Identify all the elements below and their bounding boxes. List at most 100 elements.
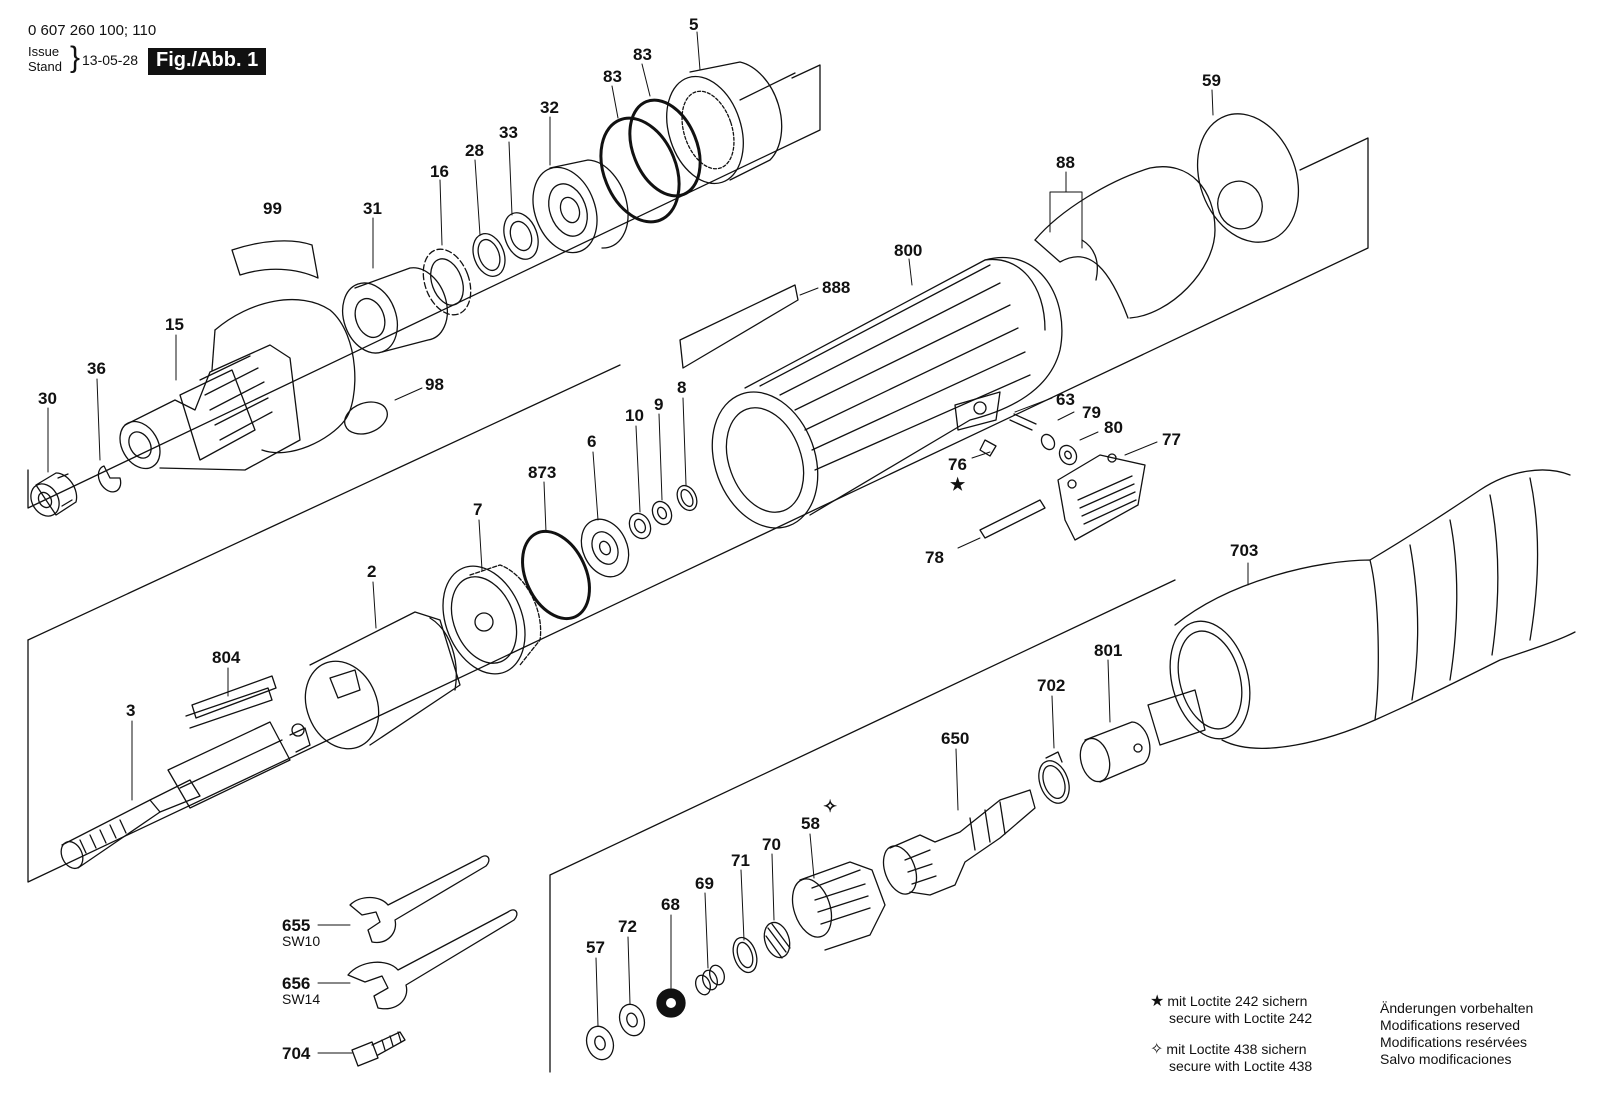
issue-date: 13-05-28: [82, 52, 139, 68]
label-8: 8: [677, 378, 686, 397]
part-59-end-cap: [1180, 100, 1315, 257]
label-801: 801: [1094, 641, 1122, 660]
part-57-washer: [582, 1023, 617, 1063]
part-704-fitting: [352, 1032, 405, 1066]
label-3: 3: [126, 701, 135, 720]
part-32-bearing: [522, 158, 628, 261]
star-icon: ★: [950, 475, 966, 494]
modifications-de: Änderungen vorbehalten: [1380, 1000, 1534, 1016]
part-72-washer: [616, 1001, 649, 1039]
label-650: 650: [941, 729, 969, 748]
modifications-es: Salvo modificaciones: [1380, 1051, 1512, 1067]
part-888-label: [680, 285, 798, 368]
loctite-242-de: mit Loctite 242 sichern: [1167, 993, 1308, 1009]
label-703: 703: [1230, 541, 1258, 560]
label-33: 33: [499, 123, 518, 142]
group-frame-middle: [28, 138, 1368, 882]
open-star-icon: ✧: [823, 797, 837, 816]
label-888: 888: [822, 278, 850, 297]
label-79: 79: [1082, 403, 1101, 422]
label-10: 10: [625, 406, 644, 425]
part-10-washer: [625, 510, 654, 542]
label-77: 77: [1162, 430, 1181, 449]
part-79-o-ring: [1039, 432, 1057, 452]
label-28: 28: [465, 141, 484, 160]
stand-label: Stand: [28, 59, 62, 74]
part-7-end-plate: [428, 554, 541, 686]
loctite-242-note: ★mit Loctite 242 sichern secure with Loc…: [1150, 993, 1312, 1027]
label-804: 804: [212, 648, 241, 667]
label-76: 76: [948, 455, 967, 474]
part-77-exhaust-cover: [1058, 454, 1145, 540]
label-800: 800: [894, 241, 922, 260]
part-6-bearing: [572, 512, 637, 585]
label-656: 656: [282, 974, 310, 993]
modifications-fr: Modifications resérvées: [1380, 1034, 1528, 1050]
label-16: 16: [430, 162, 449, 181]
part-28-circlip: [467, 229, 510, 281]
label-59: 59: [1202, 71, 1221, 90]
label-6: 6: [587, 432, 596, 451]
label-68: 68: [661, 895, 680, 914]
issue-label: Issue: [28, 44, 60, 59]
label-7: 7: [473, 500, 482, 519]
label-80: 80: [1104, 418, 1123, 437]
part-98-disc: [340, 396, 392, 439]
label-88: 88: [1056, 153, 1075, 172]
label-70: 70: [762, 835, 781, 854]
label-36: 36: [87, 359, 106, 378]
part-99-label-strip: [232, 241, 318, 278]
part-76-screw: [980, 440, 996, 456]
part-804-vanes: [186, 676, 276, 728]
label-873: 873: [528, 463, 556, 482]
part-83-o-rings: [586, 90, 713, 234]
label-69: 69: [695, 874, 714, 893]
part-650-hose-nipple: [877, 790, 1035, 899]
part-2-cylinder: [293, 612, 460, 760]
part-71-ring: [729, 934, 761, 975]
part-63-pin: [1010, 414, 1036, 430]
part-31-bearing: [333, 268, 447, 361]
part-702-hose-clamp: [1033, 752, 1074, 807]
part-8-ring: [673, 482, 700, 513]
label-31: 31: [363, 199, 382, 218]
label-98: 98: [425, 375, 444, 394]
label-655: 655: [282, 916, 310, 935]
part-70-filter: [760, 919, 794, 961]
label-83-b: 83: [603, 67, 622, 86]
part-15-gear-head: [112, 300, 355, 476]
loctite-242-en: secure with Loctite 242: [1169, 1010, 1313, 1026]
part-3-rotor: [57, 722, 310, 872]
part-16-lock-washer: [415, 243, 480, 322]
part-800-motor-housing: [694, 257, 1062, 542]
label-9: 9: [654, 395, 663, 414]
label-704: 704: [282, 1044, 311, 1063]
part-69-spring: [693, 963, 726, 996]
part-9-washer: [649, 498, 675, 527]
label-5: 5: [689, 15, 698, 34]
part-68-ball: [657, 989, 685, 1017]
group-frame-bottom: [550, 580, 1175, 1072]
group-frame-top: [28, 65, 820, 508]
label-71: 71: [731, 851, 750, 870]
part-58-connector: [786, 862, 885, 950]
label-2: 2: [367, 562, 376, 581]
part-30-nut: [25, 473, 76, 521]
open-star-icon: ✧: [1150, 1041, 1164, 1058]
label-72: 72: [618, 917, 637, 936]
part-656-wrench-sw14: [348, 910, 517, 1009]
figure-label: Fig./Abb. 1: [148, 48, 267, 75]
loctite-438-de: mit Loctite 438 sichern: [1166, 1041, 1307, 1057]
label-15: 15: [165, 315, 184, 334]
part-801-sleeve: [1076, 722, 1150, 785]
part-873-o-ring: [509, 521, 602, 630]
label-30: 30: [38, 389, 57, 408]
loctite-438-note: ✧mit Loctite 438 sichern secure with Loc…: [1150, 1041, 1312, 1075]
part-5-ring-gear: [654, 62, 782, 193]
loctite-438-en: secure with Loctite 438: [1169, 1058, 1313, 1074]
label-702: 702: [1037, 676, 1065, 695]
document-id: 0 607 260 100; 110: [28, 22, 157, 39]
part-80-washer: [1056, 442, 1080, 467]
